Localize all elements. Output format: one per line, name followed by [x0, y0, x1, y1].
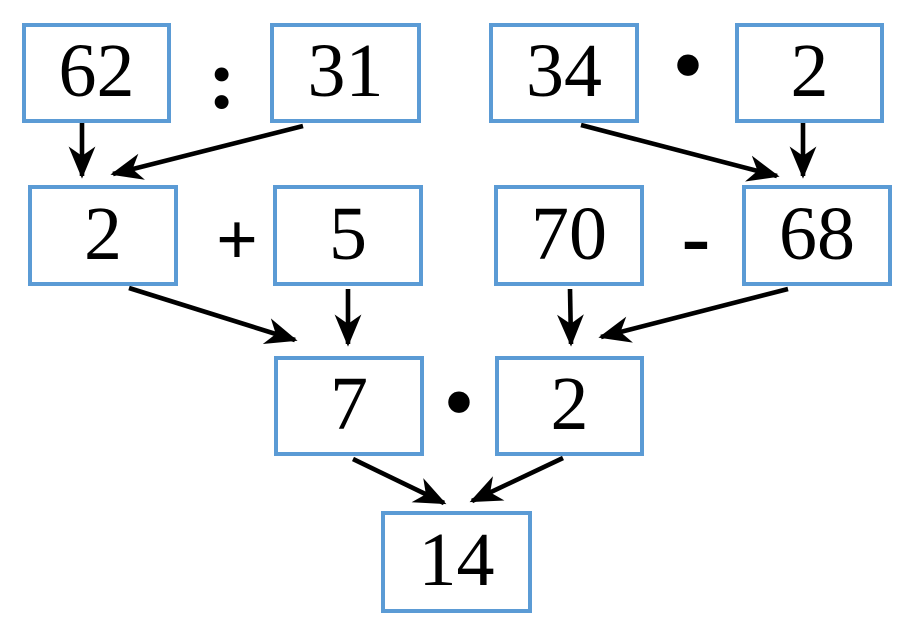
arrow-7-to-14: [351, 456, 447, 506]
operator-subtract-icon: -: [681, 188, 711, 285]
arrow-2-to-7: [128, 285, 298, 344]
node-7: 7: [274, 356, 424, 456]
node-2-mid-left: 2: [28, 185, 178, 286]
arrow-2-to-14: [469, 455, 564, 504]
node-2-mid-left-value: 2: [84, 191, 122, 276]
node-62: 62: [22, 23, 171, 123]
operator-add-icon: +: [215, 199, 259, 282]
operator-multiply2-icon: ·: [436, 327, 482, 475]
node-14-result: 14: [381, 511, 532, 613]
node-31: 31: [270, 23, 421, 123]
operator-multiply-icon: ·: [665, 0, 711, 138]
node-2-mid-right: 2: [495, 356, 644, 456]
node-68: 68: [742, 185, 892, 286]
node-31-value: 31: [307, 29, 384, 113]
node-62-value: 62: [58, 29, 135, 113]
node-2-top-value: 2: [790, 29, 829, 113]
node-34-value: 34: [526, 29, 602, 113]
node-34: 34: [489, 23, 639, 123]
node-70: 70: [494, 185, 644, 286]
arrow-68-to-2: [598, 286, 789, 343]
node-2-mid-right-value: 2: [550, 362, 589, 446]
arrow-70-to-2: [557, 288, 584, 347]
node-14-value: 14: [418, 518, 495, 602]
node-2-top: 2: [735, 23, 884, 123]
operator-divide-icon: :: [207, 31, 237, 128]
node-5: 5: [273, 185, 423, 286]
node-68-value: 68: [779, 191, 855, 276]
arrow-31-to-2: [110, 123, 304, 180]
node-5-value: 5: [329, 191, 367, 276]
node-7-value: 7: [330, 362, 368, 446]
node-70-value: 70: [531, 191, 607, 276]
